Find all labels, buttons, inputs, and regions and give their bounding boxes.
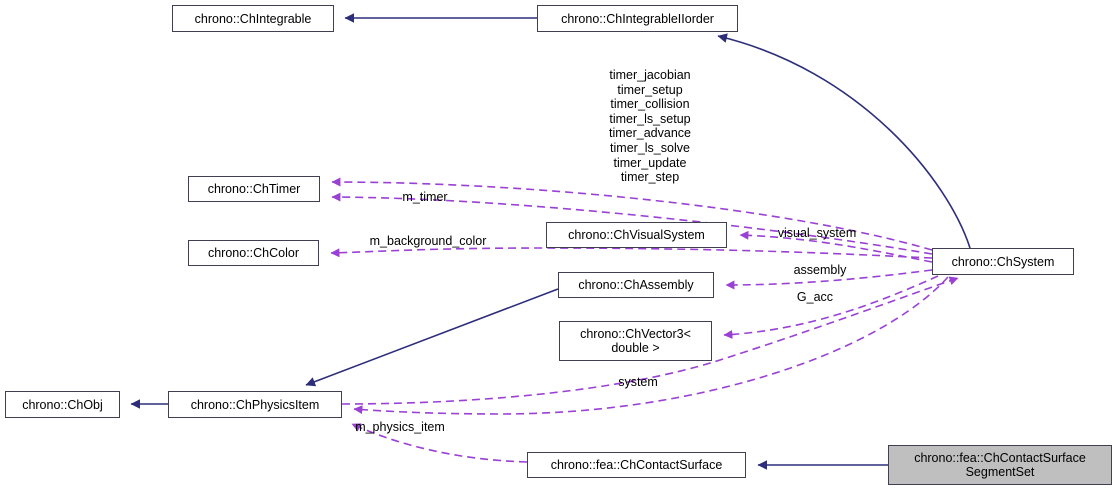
edge-label-m-background-color: m_background_color [369, 234, 487, 248]
edge-chsystem-to-chtimer-b [331, 192, 933, 255]
edge-chsystem-to-chvisualsystem [739, 230, 933, 263]
edge-chphysicsitem-to-chsystem [341, 276, 959, 405]
edge-chassembly-to-chphysicsitem [305, 288, 559, 387]
edge-chsystem-to-chintegrableiiorder [717, 33, 971, 249]
usage-edges [330, 177, 959, 463]
node-chvisualsystem[interactable]: chrono::ChVisualSystem [546, 222, 727, 248]
edge-label-visual-system: visual_system [777, 226, 857, 240]
edge-chsystem-to-chphysicsitem [353, 276, 949, 415]
node-chcontactsurface[interactable]: chrono::fea::ChContactSurface [527, 452, 746, 478]
edge-chsystem-to-chtimer-a [331, 177, 933, 251]
edge-chcontactsurface-to-chphysicsitem [351, 423, 528, 463]
edge-label-system: system [618, 375, 658, 389]
node-chsystem[interactable]: chrono::ChSystem [932, 248, 1074, 275]
node-chcolor[interactable]: chrono::ChColor [188, 240, 319, 266]
node-chobj[interactable]: chrono::ChObj [5, 391, 120, 418]
inheritance-edges [130, 13, 971, 470]
edge-label-timers: timer_jacobian timer_setup timer_collisi… [609, 68, 691, 185]
edge-label-assembly: assembly [793, 263, 847, 277]
node-chtimer[interactable]: chrono::ChTimer [188, 176, 320, 202]
edge-label-m-physics-item: m_physics_item [355, 420, 445, 434]
edge-label-g-acc: G_acc [796, 290, 834, 304]
edge-chsystem-to-chcolor [330, 247, 933, 259]
node-chintegrable[interactable]: chrono::ChIntegrable [172, 5, 334, 32]
node-chcontactsurfacesegmentset[interactable]: chrono::fea::ChContactSurface SegmentSet [888, 445, 1112, 485]
node-chassembly[interactable]: chrono::ChAssembly [558, 272, 714, 298]
edge-label-m-timer: m_timer [402, 190, 448, 204]
node-chvector3-double[interactable]: chrono::ChVector3< double > [559, 321, 712, 361]
node-chphysicsitem[interactable]: chrono::ChPhysicsItem [168, 391, 342, 418]
node-chintegrableiiorder[interactable]: chrono::ChIntegrableIIorder [537, 5, 738, 32]
